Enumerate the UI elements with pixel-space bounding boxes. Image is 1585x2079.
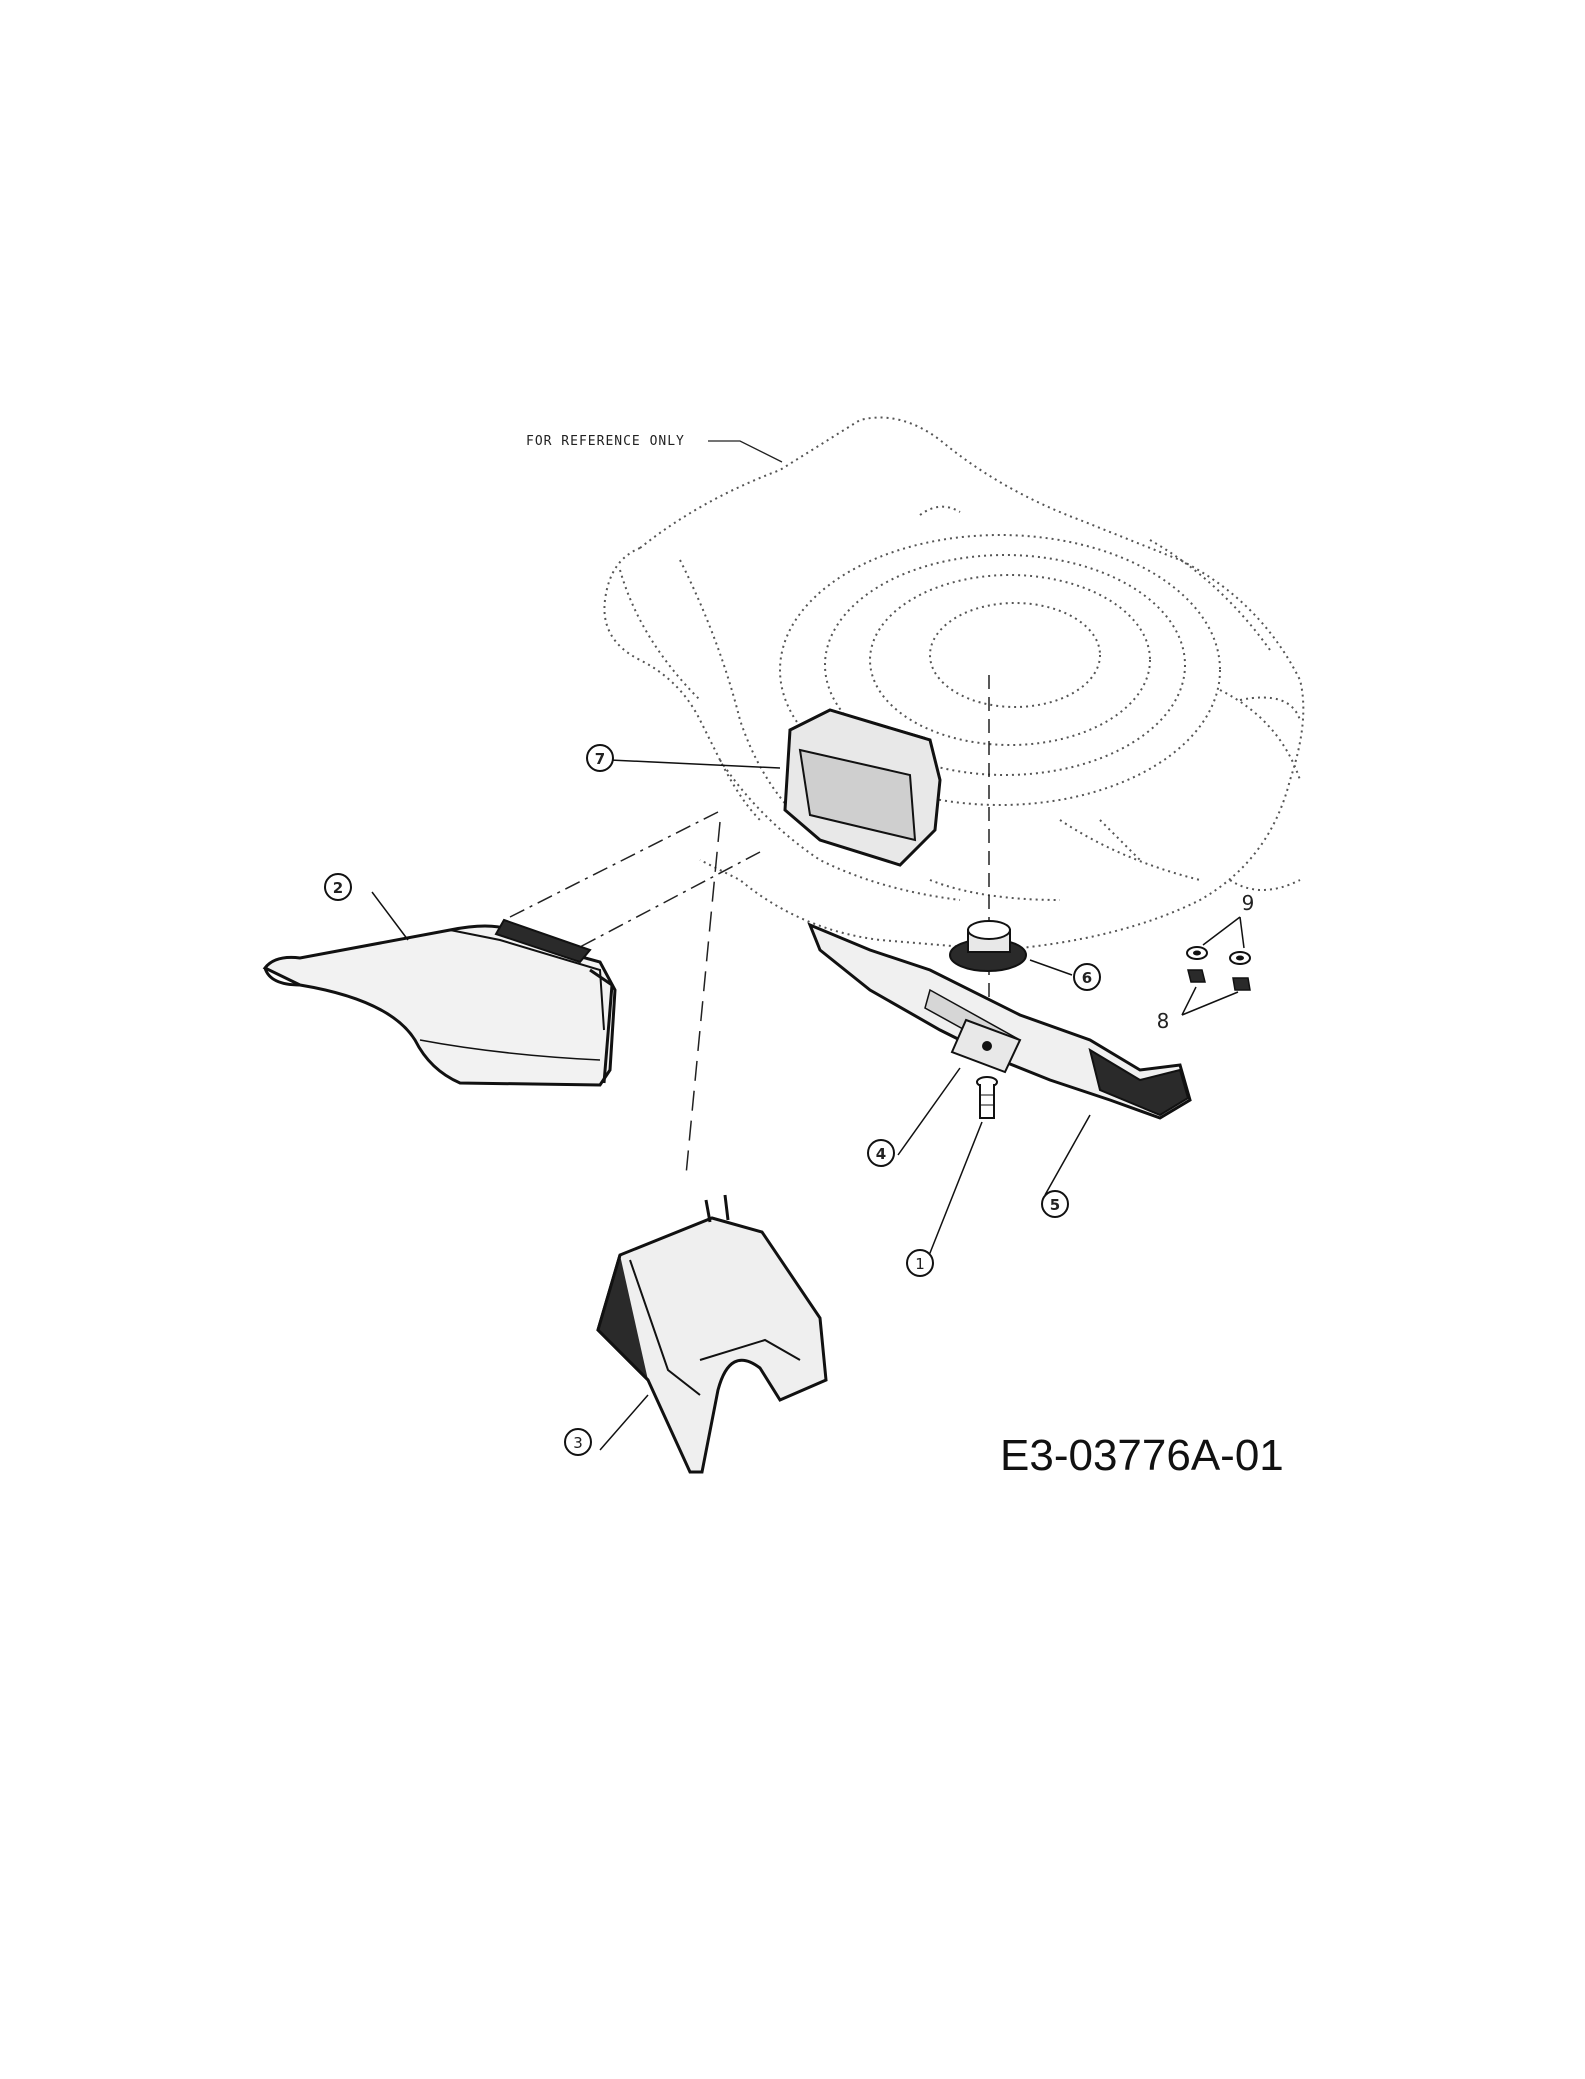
rear-flap-part: [783, 708, 942, 867]
callout-2-leader: [371, 891, 409, 941]
blade-adapter-part: [949, 920, 1027, 972]
callout-2-number: 2: [333, 879, 343, 897]
callout-2: 2: [324, 873, 352, 901]
screw-washer-parts: [1186, 946, 1251, 991]
blade-support-part: [950, 1018, 1022, 1074]
side-discharge-chute-part: [262, 918, 617, 1087]
reference-note-text: FOR REFERENCE ONLY: [526, 434, 685, 449]
chute-alignment-line: [685, 821, 721, 1176]
mulch-plug-part: [596, 1194, 828, 1474]
callout-4-leader: [897, 1067, 961, 1156]
callout-4-number: 4: [876, 1145, 886, 1163]
callout-3: 3: [564, 1428, 592, 1456]
alignment-lines: [507, 811, 761, 949]
callout-4: 4: [867, 1139, 895, 1167]
callout-8-number: 8: [1157, 1009, 1170, 1033]
callout-5-number: 5: [1050, 1196, 1060, 1214]
callout-6-number: 6: [1082, 969, 1092, 987]
callout-9-number: 9: [1242, 891, 1255, 915]
callout-6: 6: [1073, 963, 1101, 991]
reference-leader: [708, 440, 783, 463]
callout-7-leader: [609, 759, 781, 769]
reference-note: FOR REFERENCE ONLY: [526, 434, 783, 463]
callout-7: 7: [586, 744, 614, 772]
callout-1-number: 1: [915, 1255, 925, 1273]
callout-3-leader: [599, 1394, 649, 1451]
callout-5-leader: [1044, 1114, 1091, 1196]
callout-5: 5: [1041, 1190, 1069, 1218]
drawing-code: E3-03776A-01: [1000, 1431, 1284, 1480]
callout-1-leader: [927, 1121, 983, 1259]
callout-9: 9: [1242, 891, 1255, 915]
callout-1: 1: [906, 1249, 934, 1277]
callout-7-number: 7: [595, 750, 605, 768]
callout-6-leader: [1029, 959, 1073, 976]
callout-8: 8: [1157, 1009, 1170, 1033]
blade-bolt-part: [976, 1076, 998, 1119]
callout-3-number: 3: [573, 1434, 583, 1452]
mower-deck-outline: [603, 416, 1305, 952]
callout-9-8-leaders: [1181, 916, 1245, 1016]
